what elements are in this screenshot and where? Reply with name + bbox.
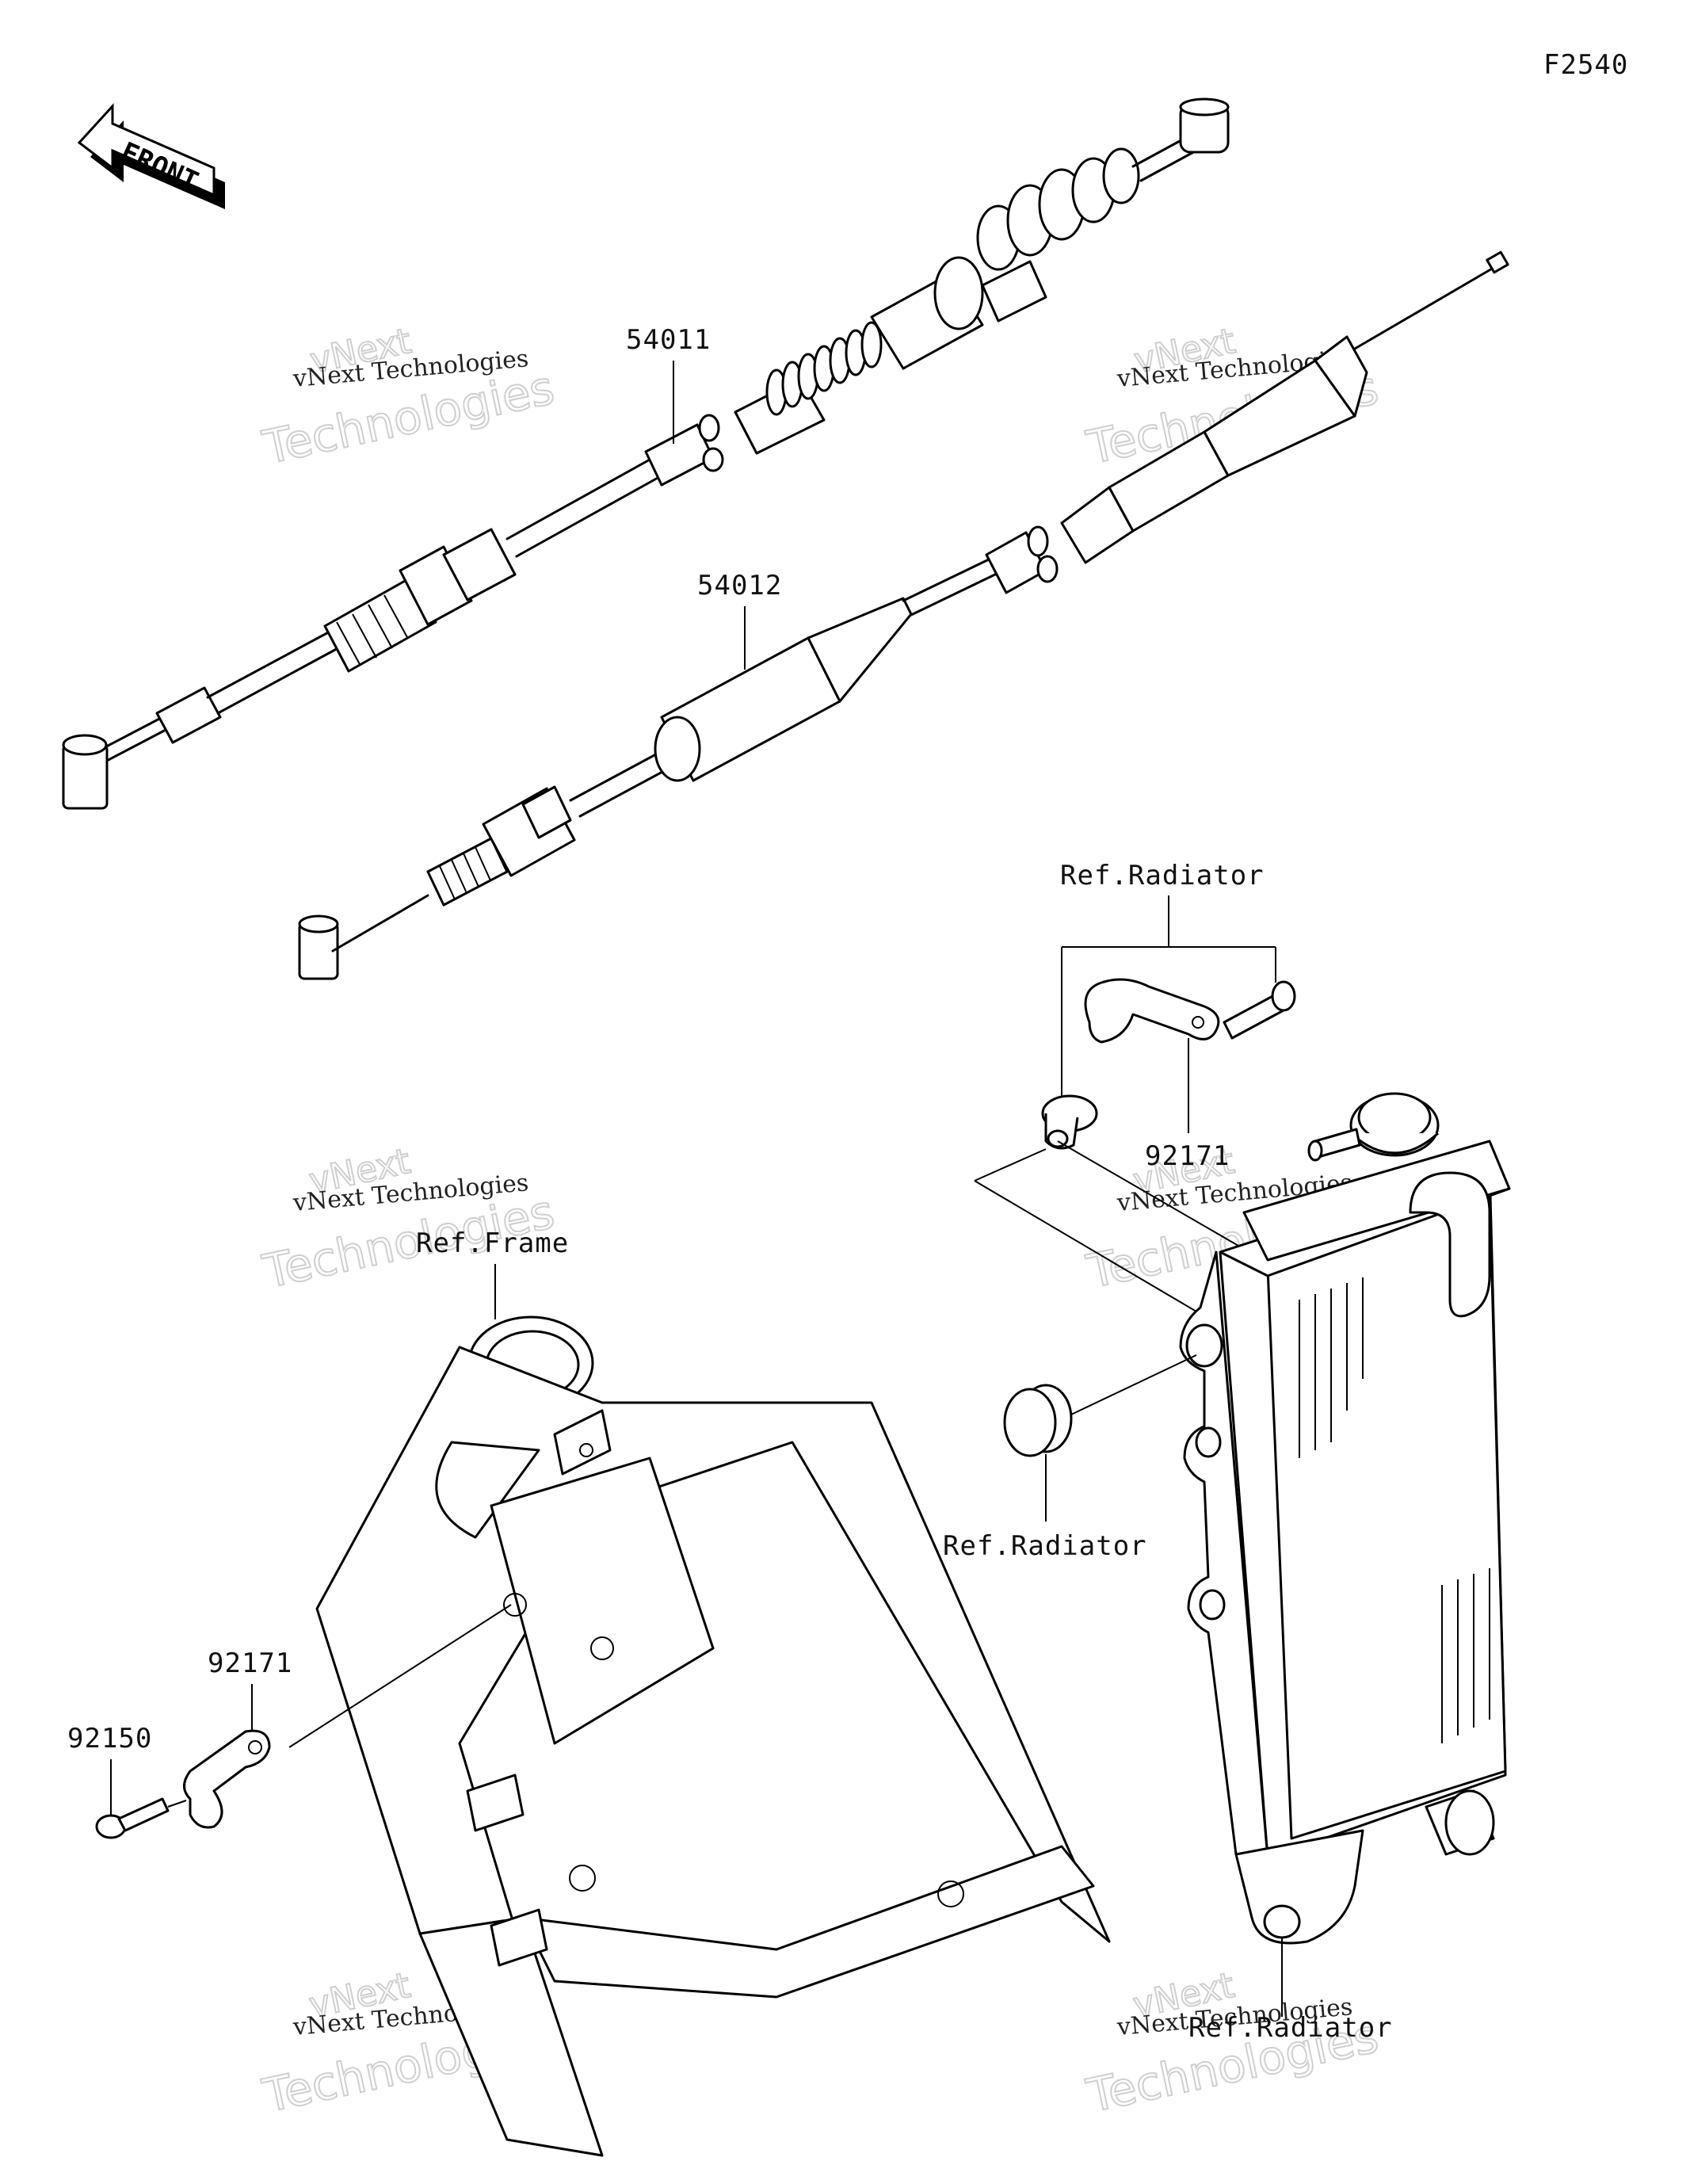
collar-icon bbox=[1041, 1094, 1098, 1150]
part-number-92171-radiator: 92171 bbox=[1145, 1140, 1230, 1172]
part-number-92150: 92150 bbox=[67, 1723, 152, 1754]
radiator-fins bbox=[1299, 1277, 1490, 1743]
diagram-code: F2540 bbox=[1543, 49, 1628, 81]
clutch-boot bbox=[976, 147, 1140, 271]
clamp-icon bbox=[1084, 978, 1220, 1044]
radiator bbox=[1179, 1092, 1511, 1945]
ref-radiator-grommet-label: Ref.Radiator bbox=[943, 1530, 1147, 1562]
frame: Ref.Frame bbox=[315, 1228, 1111, 2157]
clamp-icon bbox=[183, 1729, 271, 1829]
ref-frame-label: Ref.Frame bbox=[416, 1228, 569, 1259]
grommet-icon: Ref.Radiator bbox=[943, 1354, 1197, 1562]
front-arrow-icon: FRONT bbox=[77, 103, 225, 209]
part-number-54012: 54012 bbox=[697, 570, 782, 601]
part-number-92171-frame: 92171 bbox=[208, 1648, 292, 1679]
clutch-cable bbox=[62, 97, 1230, 810]
part-number-54011: 54011 bbox=[626, 324, 711, 356]
ref-radiator-top-label: Ref.Radiator bbox=[1060, 860, 1265, 892]
bolt-icon bbox=[95, 1797, 170, 1839]
ref-radiator-bottom-label: Ref.Radiator bbox=[1188, 2012, 1393, 2044]
bolt-icon bbox=[1223, 980, 1296, 1040]
callout-54012: 54012 bbox=[697, 570, 782, 670]
clutch-spring bbox=[765, 321, 883, 416]
watermark-top-left: vNext Technologies bbox=[258, 320, 560, 475]
radiator-clamp-group: Ref.Radiator 92171 bbox=[974, 860, 1296, 1312]
throttle-cable bbox=[298, 250, 1509, 980]
throttle-adjuster-thread bbox=[426, 837, 509, 907]
callout-54011: 54011 bbox=[626, 324, 711, 444]
frame-clamp-group: 92171 92150 bbox=[67, 1604, 512, 1839]
